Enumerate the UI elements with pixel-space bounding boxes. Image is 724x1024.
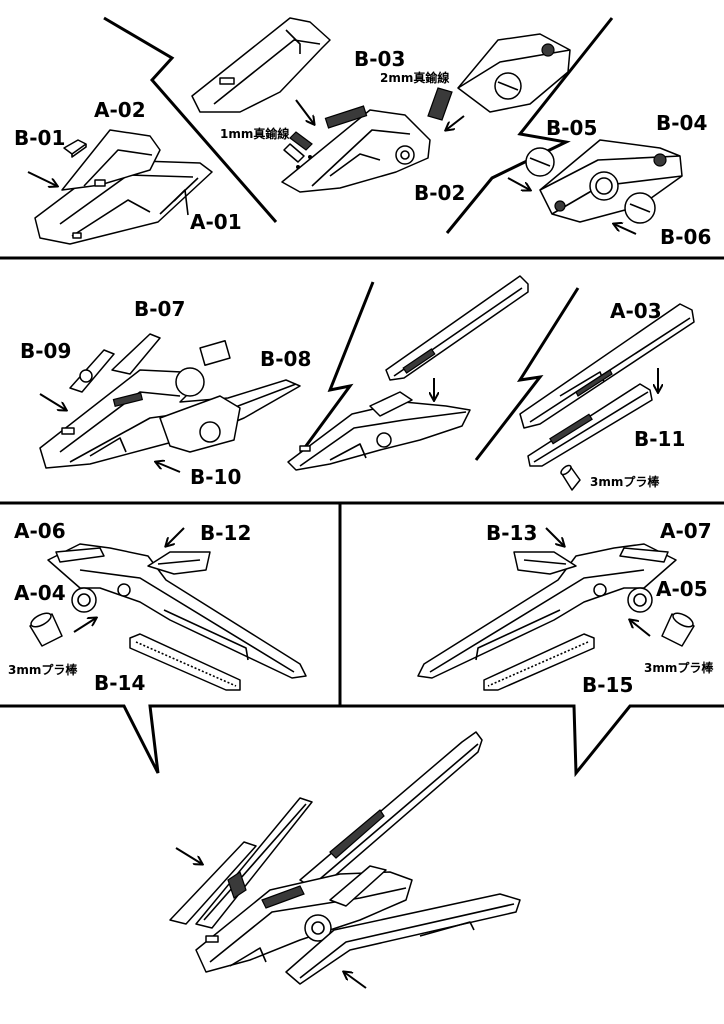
part-a07-a05-right (417, 543, 677, 679)
plastic-rod-3mm-icon-1 (560, 464, 581, 491)
arrow-icon-final-left (175, 847, 202, 864)
part-a02 (61, 129, 161, 191)
arrow-icon-b09 (39, 393, 66, 410)
arrow-icon-b01 (27, 171, 57, 186)
part-b15 (483, 633, 595, 691)
label-a06: A-06 (14, 519, 66, 543)
arrow-icon-wire2mm (446, 115, 465, 130)
zigzag-divider-2 (445, 17, 614, 234)
plastic-rod-3mm-icon-2 (29, 612, 63, 647)
label-a01: A-01 (190, 210, 242, 234)
speech-bubble-bottom (0, 704, 724, 778)
part-a01 (34, 159, 213, 245)
brass-wire-2mm-icon (427, 87, 453, 121)
part-b14 (129, 633, 241, 691)
label-b07: B-07 (134, 297, 185, 321)
note-rod-3mm-2: 3mmプラ棒 (8, 662, 78, 677)
label-b10: B-10 (190, 465, 241, 489)
part-a03 (519, 303, 695, 429)
label-b11: B-11 (634, 427, 685, 451)
panel-frames (0, 16, 724, 778)
label-b06: B-06 (660, 225, 711, 249)
label-b05: B-05 (546, 116, 597, 140)
label-a05: A-05 (656, 577, 708, 601)
zigzag-divider-1 (103, 16, 278, 223)
label-b03: B-03 (354, 47, 405, 71)
part-b02 (281, 105, 431, 193)
label-b13: B-13 (486, 521, 537, 545)
label-a03: A-03 (610, 299, 662, 323)
arrow-icon-b05 (507, 177, 530, 190)
label-b15: B-15 (582, 673, 633, 697)
label-b09: B-09 (20, 339, 71, 363)
arrow-icon-a04-rod (73, 618, 96, 633)
part-b11 (527, 383, 653, 467)
part-b13 (513, 551, 577, 575)
label-a04: A-04 (14, 581, 66, 605)
arrow-icon-a05-rod (630, 620, 651, 637)
label-a07: A-07 (660, 519, 712, 543)
part-intermediate-body (287, 391, 471, 471)
arrow-icon-b12 (166, 527, 185, 546)
label-b08: B-08 (260, 347, 311, 371)
label-b12: B-12 (200, 521, 251, 545)
part-b01 (63, 139, 87, 158)
part-b03-block (457, 33, 571, 113)
part-b03-top (191, 17, 331, 113)
arrow-icon-b13 (545, 527, 564, 546)
part-b12 (147, 551, 211, 575)
part-b04 (539, 139, 683, 223)
note-wire-1mm: 1mm真鍮線 (220, 126, 289, 141)
note-wire-2mm: 2mm真鍮線 (380, 70, 449, 85)
part-upper-rail (385, 275, 529, 381)
label-b01: B-01 (14, 126, 65, 150)
zigzag-divider-4 (474, 287, 580, 461)
plastic-rod-3mm-icon-3 (661, 612, 695, 647)
note-rod-3mm-1: 3mmプラ棒 (590, 474, 660, 489)
part-b05 (525, 147, 555, 177)
label-a02: A-02 (94, 98, 146, 122)
note-rod-3mm-3: 3mmプラ棒 (644, 660, 714, 675)
final-assembly (169, 731, 521, 985)
label-b04: B-04 (656, 111, 707, 135)
arrow-icon-b03 (295, 99, 314, 124)
label-b14: B-14 (94, 671, 145, 695)
arrow-icon-final-bottom (344, 972, 367, 989)
zigzag-divider-3 (290, 281, 375, 466)
part-b07-b10-assembly (39, 333, 301, 469)
brass-wire-1mm-icon (283, 131, 313, 163)
label-b02: B-02 (414, 181, 465, 205)
part-a06-a04-left (47, 543, 307, 679)
arrow-icon-b10 (156, 462, 181, 473)
arrow-icon-b06 (614, 224, 637, 235)
part-b06 (624, 192, 656, 224)
